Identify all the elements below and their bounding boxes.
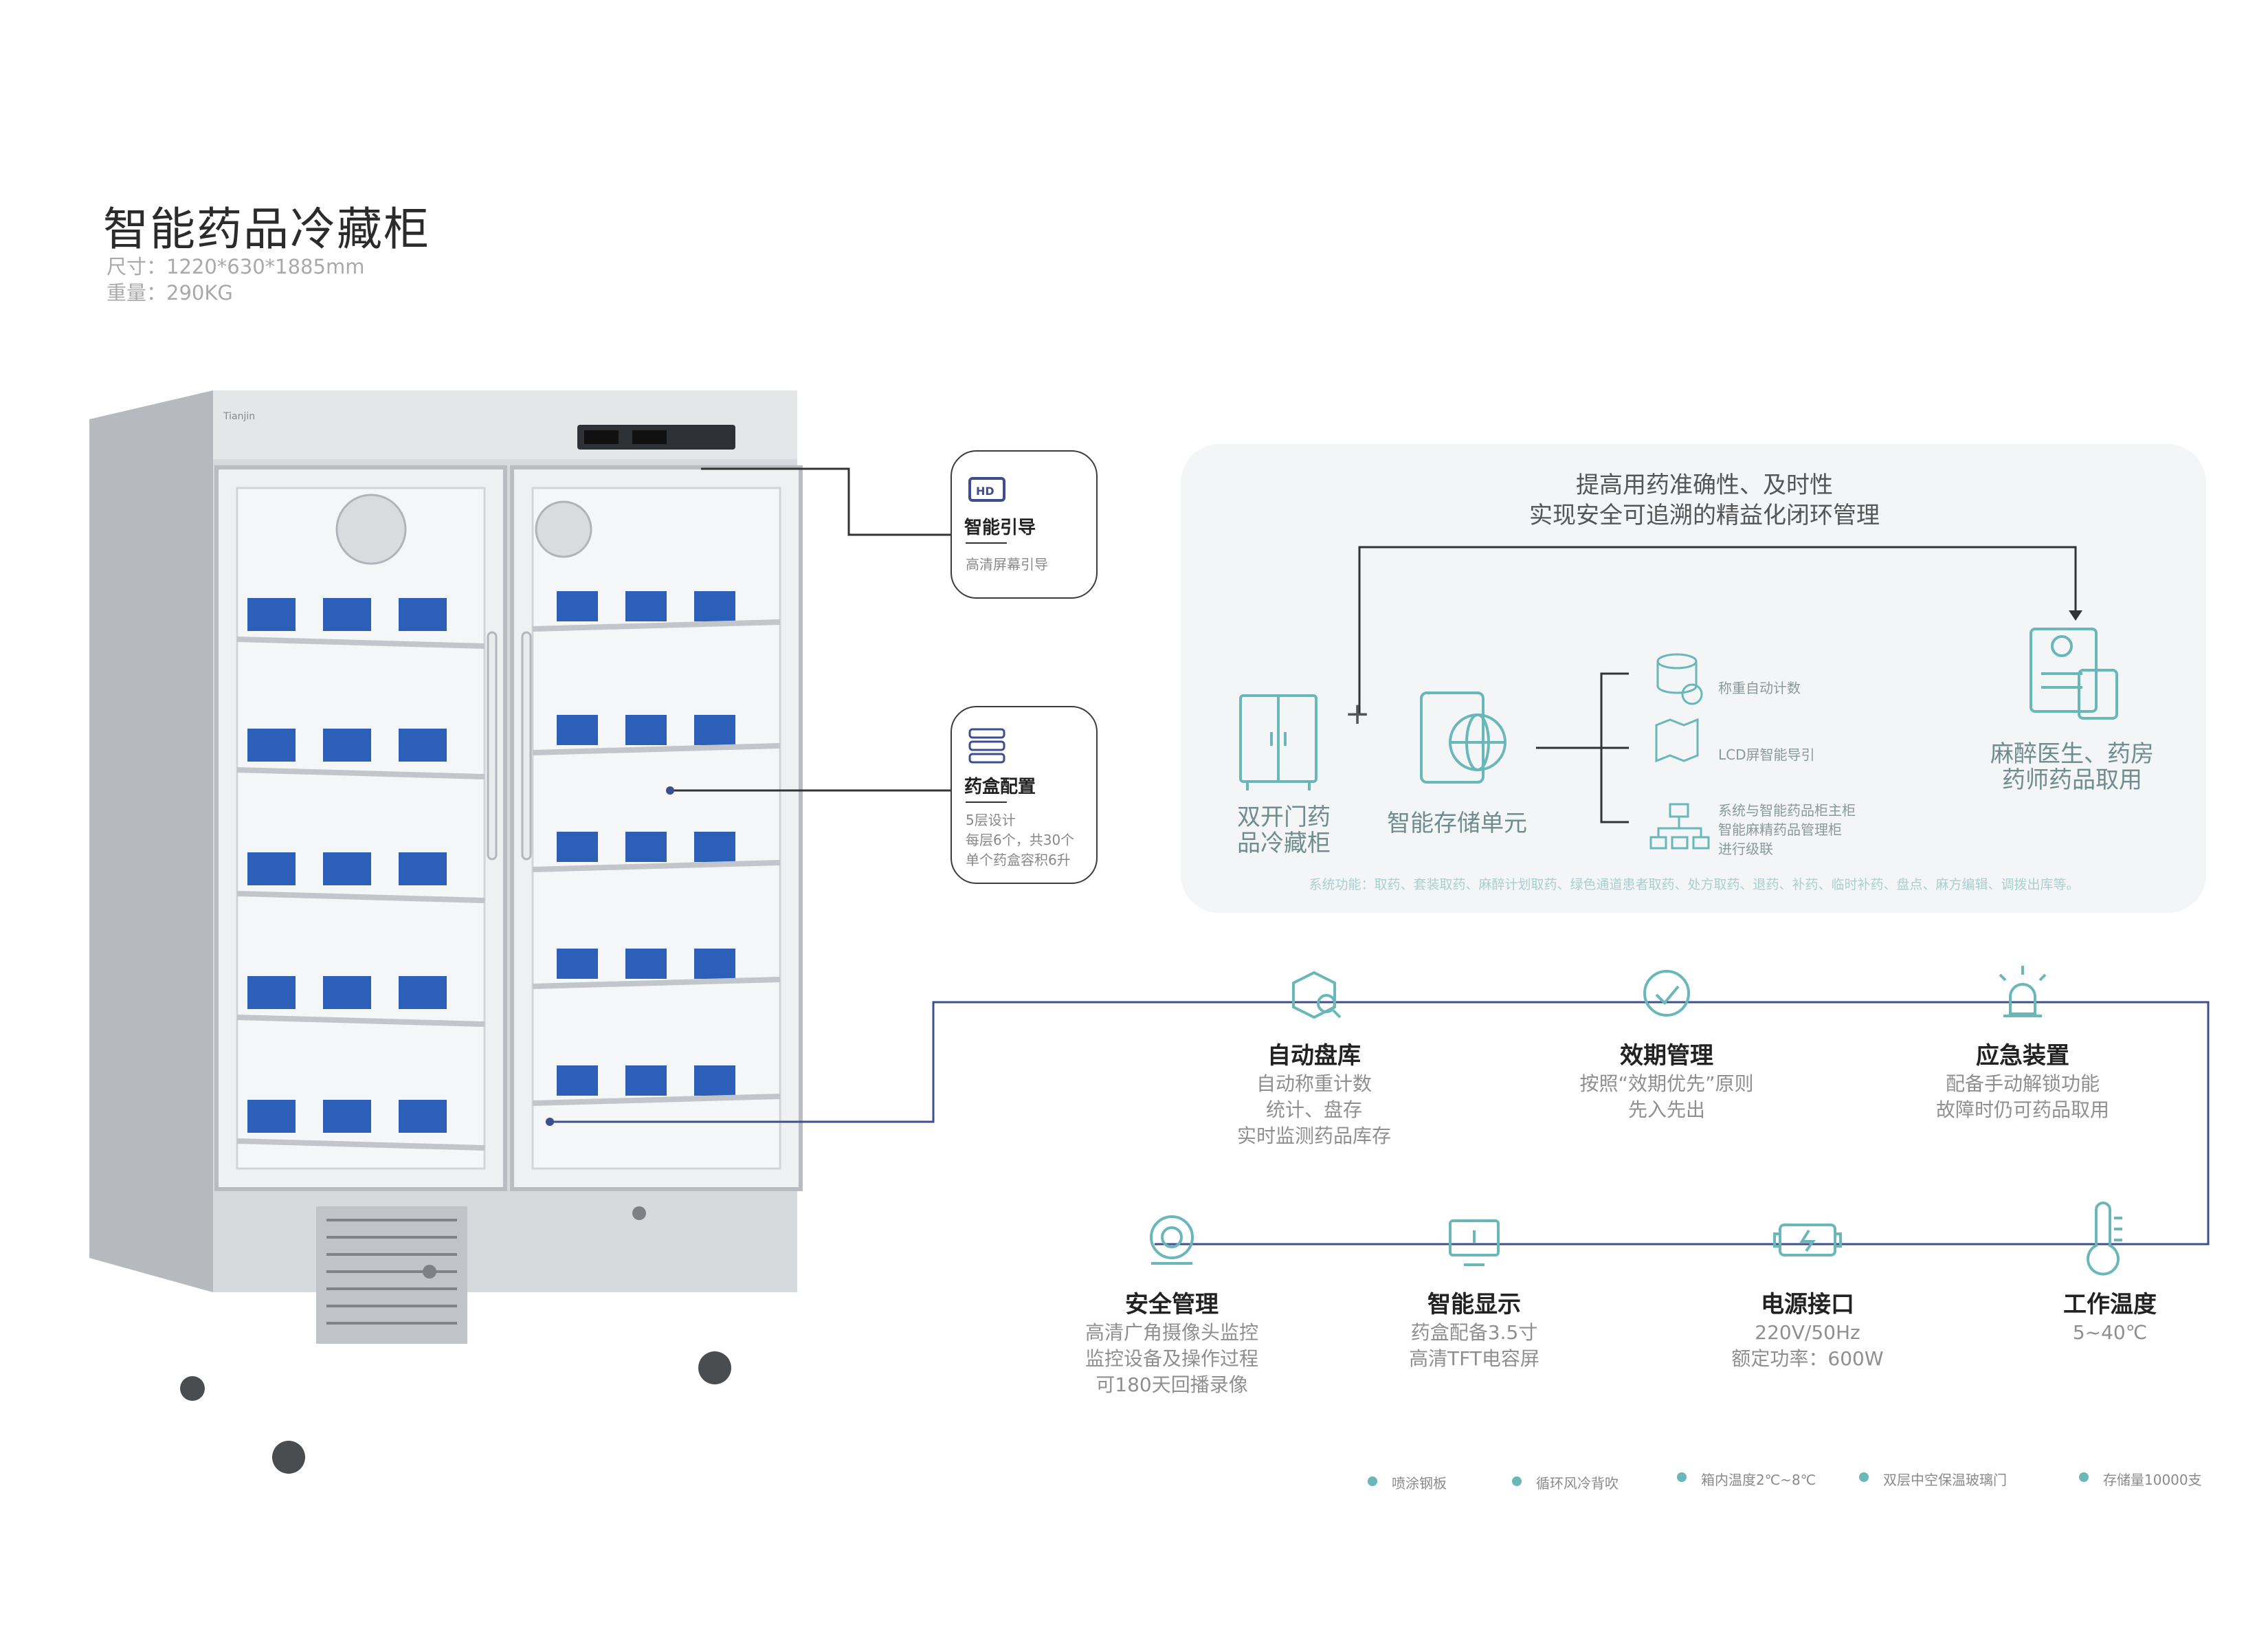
feature-display-desc: 药盒配备3.5寸 高清TFT电容屏 — [1330, 1320, 1619, 1372]
bullet-air-cooling: 循环风冷背吹 — [1536, 1475, 1619, 1492]
fridge-label-line2: 品冷藏柜 — [1237, 830, 1331, 857]
callout-sub-1: 5层设计 — [966, 812, 1016, 828]
feature-power-desc: 220V/50Hz 额定功率：600W — [1663, 1320, 1952, 1372]
callout-sub: 高清屏幕引导 — [966, 556, 1048, 573]
desc-line: 5~40℃ — [2072, 1321, 2148, 1344]
desc-line: 统计、盘存 — [1265, 1098, 1362, 1121]
feature-temperature-title: 工作温度 — [2063, 1291, 2157, 1318]
shield-check-icon — [1643, 970, 1690, 1017]
feature-power-title: 电源接口 — [1761, 1291, 1854, 1318]
bullet-dot — [2079, 1472, 2089, 1482]
branch-cascade-line1: 系统与智能药品柜主柜 — [1718, 802, 1856, 819]
desc-line: 监控设备及操作过程 — [1085, 1347, 1258, 1370]
callout-smart-guide: HD 智能引导 高清屏幕引导 — [950, 450, 1098, 599]
feature-display-title: 智能显示 — [1427, 1291, 1521, 1318]
branch-cascade-line3: 进行级联 — [1718, 841, 1773, 857]
callout-box-config: 药盒配置 5层设计 每层6个，共30个 单个药盒容积6升 — [950, 706, 1098, 884]
refrigerator-illustration: Tianjin — [89, 390, 803, 1474]
feature-auto-inventory-desc: 自动称重计数 统计、盘存 实时监测药品库存 — [1170, 1071, 1458, 1149]
title-underline — [966, 542, 1007, 544]
feature-security-title: 安全管理 — [1125, 1291, 1219, 1318]
fridge-label: 双开门药 品冷藏柜 — [1225, 804, 1342, 856]
panel-headline-2: 实现安全可追溯的精益化闭环管理 — [1529, 502, 1880, 529]
plus-sign: + — [1344, 696, 1370, 731]
thermometer-icon — [2087, 1202, 2120, 1276]
feature-emergency-desc: 配备手动解锁功能 故障时仍可药品取用 — [1878, 1071, 2167, 1123]
workflow-panel — [1181, 444, 2206, 913]
desc-line: 自动称重计数 — [1256, 1072, 1372, 1095]
feature-expiry-title: 效期管理 — [1620, 1042, 1713, 1070]
fridge-label-line1: 双开门药 — [1237, 804, 1331, 831]
storage-unit-icon — [1420, 691, 1507, 784]
feature-auto-inventory-title: 自动盘库 — [1267, 1042, 1361, 1070]
anesthesia-label-line2: 药师药品取用 — [2002, 766, 2142, 794]
camera-icon — [1150, 1215, 1194, 1259]
feature-emergency-title: 应急装置 — [1976, 1042, 2069, 1070]
page-title: 智能药品冷藏柜 — [103, 203, 430, 256]
desc-line: 高清广角摄像头监控 — [1085, 1321, 1258, 1344]
desc-line: 故障时仍可药品取用 — [1935, 1098, 2109, 1121]
anesthesia-label-line1: 麻醉医生、药房 — [1990, 740, 2154, 768]
desc-line: 药盒配备3.5寸 — [1410, 1321, 1538, 1344]
pill-boxes-icon — [968, 728, 1005, 764]
bullet-dot — [1512, 1476, 1522, 1486]
desc-line: 可180天回播录像 — [1096, 1373, 1248, 1396]
branch-cascade: 系统与智能药品柜主柜 智能麻精药品管理柜 进行级联 — [1718, 801, 1856, 859]
feature-expiry-desc: 按照“效期优先”原则 先入先出 — [1522, 1071, 1811, 1123]
feature-security-desc: 高清广角摄像头监控 监控设备及操作过程 可180天回播录像 — [1027, 1320, 1316, 1398]
callout-title: 智能引导 — [964, 518, 1036, 538]
size-spec: 尺寸：1220*630*1885mm — [107, 255, 365, 278]
panel-headline-1: 提高用药准确性、及时性 — [1576, 472, 1833, 499]
bullet-dot — [1368, 1476, 1377, 1486]
desc-line: 高清TFT电容屏 — [1409, 1347, 1539, 1370]
system-functions-note: 系统功能：取药、套装取药、麻醉计划取药、绿色通道患者取药、处方取药、退药、补药、… — [1309, 877, 2080, 892]
desc-line: 额定功率：600W — [1731, 1347, 1884, 1370]
bullet-glass-door: 双层中空保温玻璃门 — [1883, 1472, 2007, 1488]
bullet-inner-temp: 箱内温度2℃~8℃ — [1701, 1472, 1816, 1488]
desc-line: 实时监测药品库存 — [1236, 1125, 1391, 1147]
bullet-capacity: 存储量10000支 — [2103, 1472, 2202, 1488]
branch-weighing: 称重自动计数 — [1718, 680, 1801, 696]
bullet-dot — [1677, 1472, 1687, 1482]
bullet-coated-steel: 喷涂钢板 — [1392, 1475, 1447, 1492]
brand-logo: Tianjin — [223, 411, 255, 422]
bullet-dot — [1859, 1472, 1869, 1482]
monitor-alert-icon — [1449, 1219, 1500, 1257]
title-underline — [966, 801, 1007, 803]
anesthesia-label: 麻醉医生、药房 药师药品取用 — [1962, 741, 2182, 793]
callout-sub-3: 单个药盒容积6升 — [966, 852, 1071, 868]
callout-title: 药盒配置 — [964, 777, 1036, 797]
prescription-icon — [2030, 628, 2118, 720]
callout-sub-2: 每层6个，共30个 — [966, 832, 1075, 848]
weight-spec: 重量：290KG — [107, 281, 233, 305]
desc-line: 220V/50Hz — [1755, 1321, 1860, 1344]
svg-text:HD: HD — [976, 485, 994, 498]
desc-line: 配备手动解锁功能 — [1945, 1072, 2100, 1095]
storage-unit-label: 智能存储单元 — [1387, 810, 1527, 837]
branch-cascade-line2: 智能麻精药品管理柜 — [1718, 821, 1842, 838]
map-pin-icon — [1655, 718, 1699, 763]
desc-line: 先入先出 — [1627, 1098, 1705, 1121]
fridge-icon — [1239, 694, 1318, 790]
branch-lcd: LCD屏智能导引 — [1718, 746, 1815, 763]
hd-screen-icon: HD — [968, 477, 1005, 502]
emergency-light-icon — [2009, 983, 2036, 1015]
desc-line: 按照“效期优先”原则 — [1579, 1072, 1754, 1095]
feature-temperature-desc: 5~40℃ — [1966, 1320, 2254, 1346]
